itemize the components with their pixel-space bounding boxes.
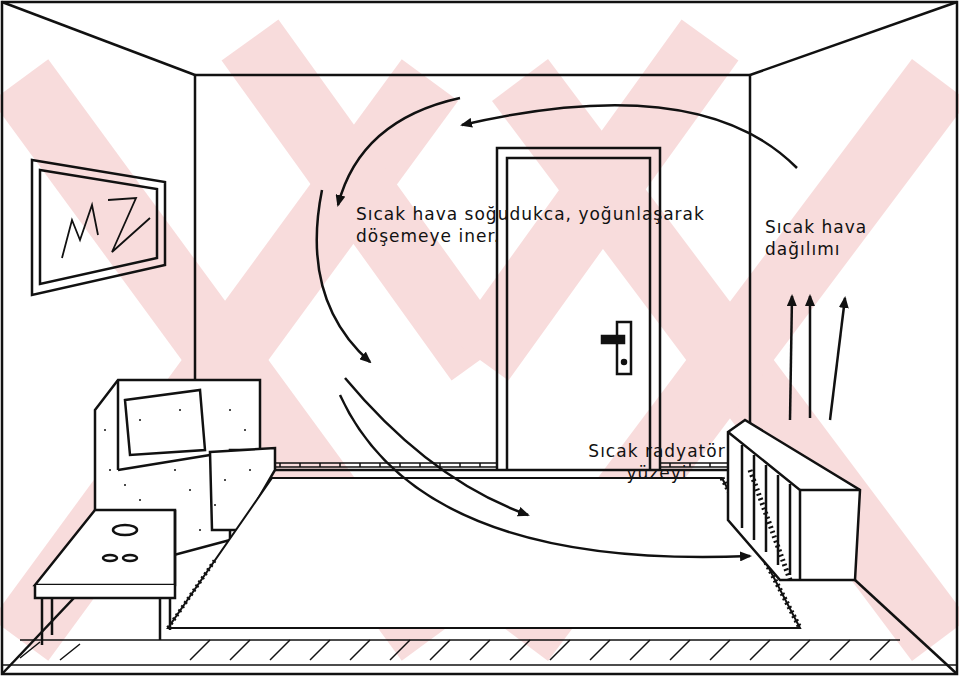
warm-air-label: Sıcak hava dağılımı xyxy=(765,216,915,260)
airflow-arrows xyxy=(317,98,845,557)
coffee-table xyxy=(35,510,175,645)
floor-planks xyxy=(2,640,957,665)
airflow-note: Sıcak hava soğudukca, yoğunlaşarak döşem… xyxy=(356,203,706,247)
rug xyxy=(168,478,800,628)
radiator-label: Sıcak radyatör yüzeyi xyxy=(572,440,742,484)
watermark xyxy=(20,40,940,640)
door xyxy=(497,148,660,470)
wall-picture xyxy=(32,160,165,295)
